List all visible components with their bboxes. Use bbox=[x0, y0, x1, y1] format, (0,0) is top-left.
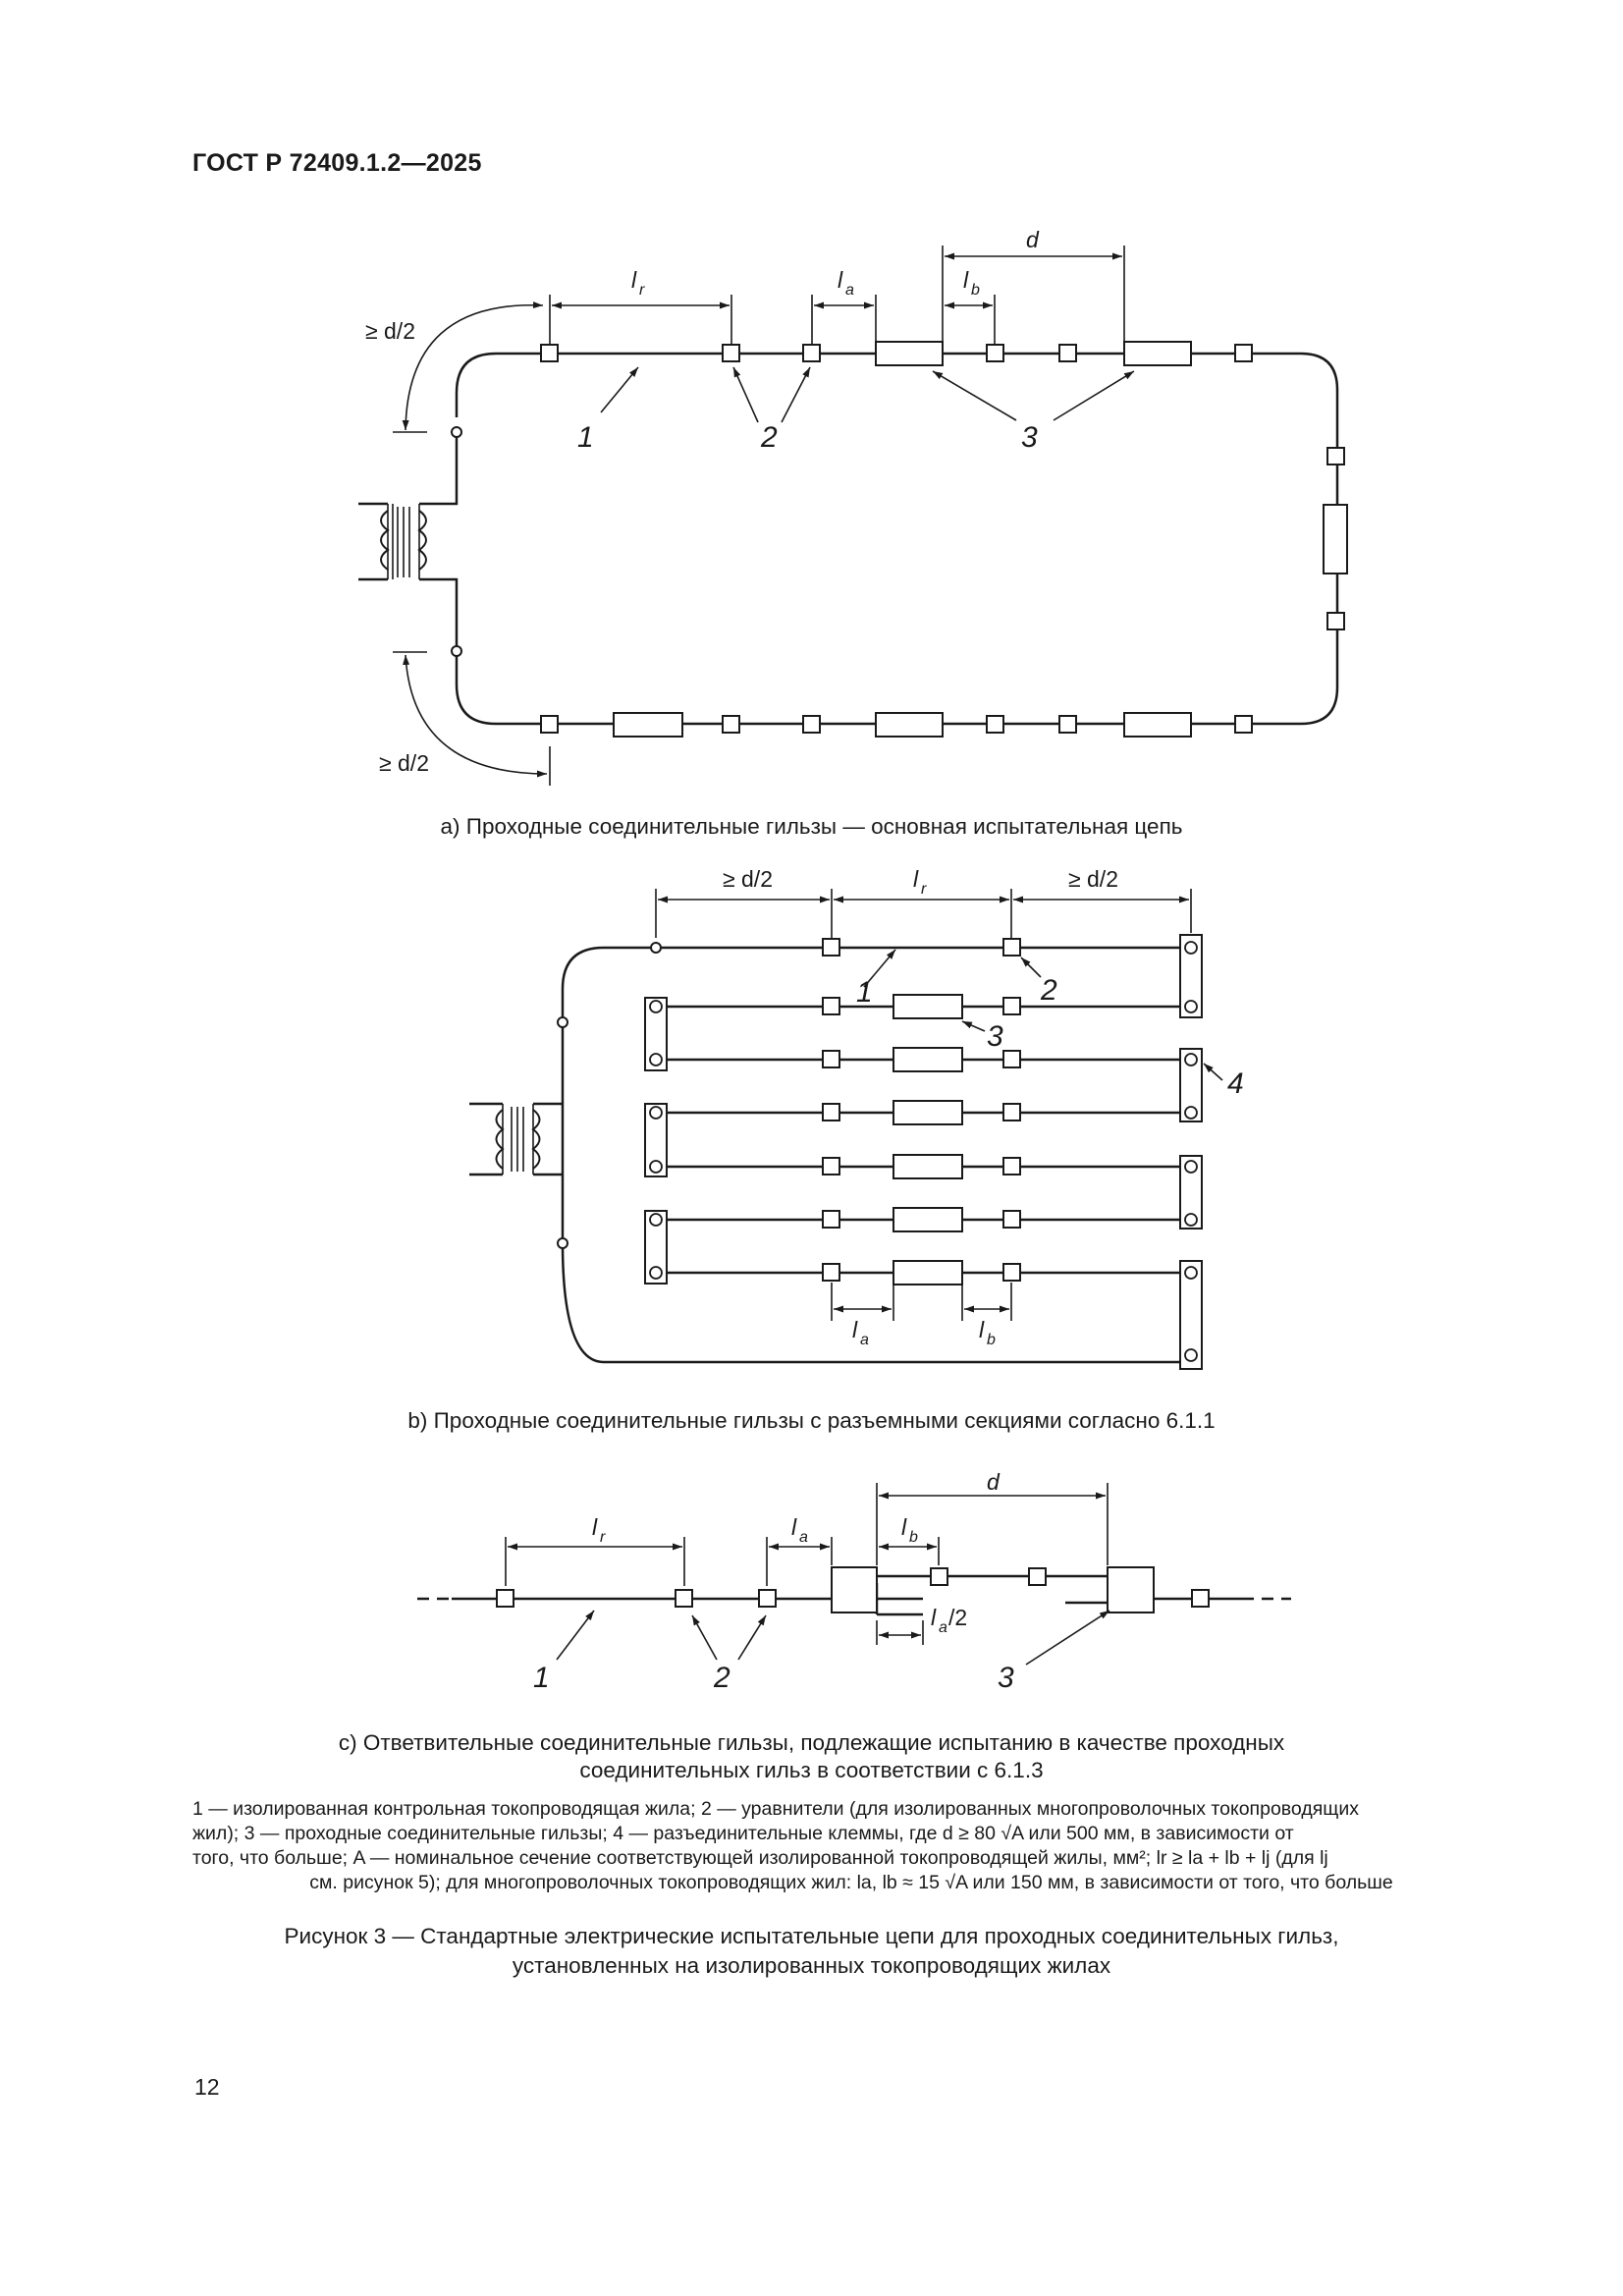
fig-b-callout-1: 1 bbox=[856, 976, 873, 1009]
document-header: ГОСТ Р 72409.1.2—2025 bbox=[192, 149, 482, 177]
fig-c-la-half: l bbox=[931, 1605, 937, 1630]
fig-a-lr: l bbox=[631, 267, 637, 293]
fig-b-lb-sub: b bbox=[987, 1332, 996, 1348]
fig-c-lb-sub: b bbox=[909, 1529, 918, 1546]
figure-b-caption: b) Проходные соединительные гильзы с раз… bbox=[407, 1408, 1216, 1433]
fig-c-lb: l bbox=[901, 1514, 907, 1540]
fig-a-callout-3: 3 bbox=[1021, 421, 1038, 454]
figure-a-caption: а) Проходные соединительные гильзы — осн… bbox=[440, 814, 1183, 839]
figure-title: Рисунок 3 — Стандартные электрические ис… bbox=[0, 1922, 1623, 1981]
legend-line-4: см. рисунок 5); для многопроволочных ток… bbox=[309, 1872, 1393, 1893]
fig-b-callout-2: 2 bbox=[1040, 974, 1057, 1007]
fig-b-lb: l bbox=[979, 1317, 985, 1342]
figure-title-line-1: Рисунок 3 — Стандартные электрические ис… bbox=[284, 1924, 1339, 1948]
fig-a-callout-1: 1 bbox=[577, 421, 594, 454]
fig-c-la-half-sub: a bbox=[939, 1619, 947, 1636]
fig-c-la-sub: a bbox=[799, 1529, 808, 1546]
fig-b-dhalf-right: ≥ d/2 bbox=[1068, 866, 1118, 892]
fig-c-d: d bbox=[987, 1469, 1001, 1495]
fig-a-la-sub: a bbox=[845, 282, 854, 299]
page-number: 12 bbox=[194, 2074, 220, 2100]
legend-line-3: того, что больше; A — номинальное сечени… bbox=[192, 1847, 1328, 1869]
fig-a-d: d bbox=[1026, 227, 1040, 252]
figure-legend: 1 — изолированная контрольная токопровод… bbox=[192, 1797, 1510, 1895]
fig-a-lr-sub: r bbox=[639, 282, 645, 299]
legend-line-1: 1 — изолированная контрольная токопровод… bbox=[192, 1798, 1359, 1820]
fig-c-callout-3: 3 bbox=[998, 1662, 1014, 1694]
fig-a-lb-sub: b bbox=[971, 282, 980, 299]
fig-a-la: l bbox=[838, 267, 843, 293]
fig-c-la-half-tail: /2 bbox=[948, 1605, 967, 1630]
fig-b-lr-sub: r bbox=[921, 881, 927, 898]
figure-c-caption-line2: соединительных гильз в соответствии с 6.… bbox=[579, 1758, 1044, 1782]
fig-b-la: l bbox=[852, 1317, 858, 1342]
fig-b-callout-3: 3 bbox=[987, 1020, 1003, 1053]
fig-b-la-sub: a bbox=[860, 1332, 869, 1348]
fig-c-callout-1: 1 bbox=[533, 1662, 550, 1694]
fig-c-callout-2: 2 bbox=[713, 1662, 730, 1694]
fig-c-lr-sub: r bbox=[600, 1529, 606, 1546]
legend-line-2: жил); 3 — проходные соединительные гильз… bbox=[192, 1823, 1294, 1844]
figure-title-line-2: установленных на изолированных токопрово… bbox=[512, 1953, 1111, 1978]
fig-b-callout-4: 4 bbox=[1227, 1067, 1244, 1100]
figure-c-caption-line1: с) Ответвительные соединительные гильзы,… bbox=[338, 1730, 1285, 1755]
fig-b-dhalf-left: ≥ d/2 bbox=[723, 866, 773, 892]
fig-a-dhalf-top: ≥ d/2 bbox=[365, 318, 415, 344]
fig-a-dhalf-bottom: ≥ d/2 bbox=[379, 750, 429, 776]
fig-a-lb: l bbox=[963, 267, 969, 293]
fig-c-lr: l bbox=[592, 1514, 598, 1540]
fig-b-lr: l bbox=[913, 866, 919, 892]
fig-a-callout-2: 2 bbox=[760, 421, 778, 454]
fig-c-la: l bbox=[791, 1514, 797, 1540]
